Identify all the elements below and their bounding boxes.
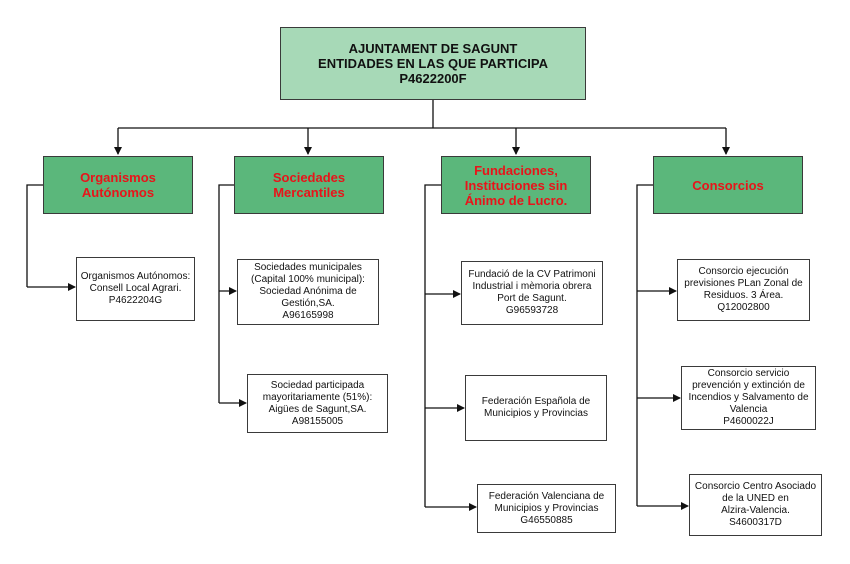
category-organismos-autonomos: Organismos Autónomos (43, 156, 193, 214)
category-label-line: Ánimo de Lucro. (464, 192, 568, 208)
leaf-text-line: Municipios y Provincias (484, 408, 588, 419)
leaf-text-line: P4600022J (723, 416, 774, 427)
leaf-text-line: P4622204G (108, 295, 163, 306)
leaf-text-line: A98155005 (291, 415, 344, 427)
leaf-text-line: (Capital 100% municipal): (251, 274, 365, 285)
leaf-aigues-de-sagunt: Sociedad participada mayoritariamente (5… (247, 374, 388, 433)
leaf-consorcio-uned: Consorcio Centro Asociado de la UNED en … (689, 474, 822, 536)
category-label-line: Fundaciones, (474, 162, 558, 178)
leaf-text-line: Incendios y Salvamento de (688, 392, 809, 403)
leaf-text-line: G96593728 (505, 305, 559, 316)
branch-line-sociedades (218, 184, 234, 403)
leaf-consell-local-agrari: Organismos Autónomos: Consell Local Agra… (76, 257, 195, 321)
root-node-ajuntament: AJUNTAMENT DE SAGUNT ENTIDADES EN LAS QU… (280, 27, 586, 100)
leaf-federacion-valenciana: Federación Valenciana de Municipios y Pr… (477, 484, 616, 533)
category-label-line: Organismos (80, 170, 156, 185)
leaf-text-line: Federación Española de (481, 396, 591, 407)
leaf-text-line: Valencia (729, 404, 768, 415)
leaf-text-line: Municipios y Provincias (494, 502, 599, 514)
leaf-text-line: Residuos. 3 Área. (703, 290, 784, 301)
leaf-text-line: prevención y extinción de (692, 380, 805, 391)
leaf-text-line: Gestión,SA. (281, 298, 335, 309)
leaf-text-line: Alzira-Valencia. (721, 505, 790, 516)
leaf-text-line: Fundació de la CV Patrimoni (468, 269, 596, 280)
root-title-line-2: ENTIDADES EN LAS QUE PARTICIPA (318, 56, 548, 71)
root-title-line-3: P4622200F (399, 71, 467, 86)
category-label-line: Sociedades (272, 170, 346, 185)
leaf-text-line: Sociedades municipales (254, 262, 362, 273)
leaf-fundacio-patrimoni-industrial: Fundació de la CV Patrimoni Industrial i… (461, 261, 603, 325)
leaf-text-line: S4600317D (729, 517, 782, 528)
category-label-line: Autónomos (81, 185, 155, 200)
leaf-text-line: Consorcio Centro Asociado (694, 481, 817, 492)
category-label-line: Mercantiles (273, 185, 345, 200)
leaf-text-line: G46550885 (520, 514, 573, 526)
leaf-consorcio-incendios: Consorcio servicio prevención y extinció… (681, 366, 816, 430)
leaf-sociedades-municipales: Sociedades municipales (Capital 100% mun… (237, 259, 379, 325)
branch-line-fundaciones (424, 184, 441, 507)
leaf-text-line: Federación Valenciana de (488, 490, 605, 502)
category-consorcios: Consorcios (653, 156, 803, 214)
category-fundaciones: Fundaciones, Instituciones sin Ánimo de … (441, 156, 591, 214)
category-label-line: Instituciones sin (464, 177, 568, 193)
leaf-text-line: Consell Local Agrari. (89, 283, 182, 294)
leaf-text-line: mayoritariamente (51%): (262, 391, 373, 403)
branch-line-consorcios (636, 184, 653, 506)
leaf-text-line: Industrial i mèmoria obrera (472, 281, 592, 292)
leaf-text-line: Organismos Autónomos: (80, 271, 191, 282)
category-sociedades-mercantiles: Sociedades Mercantiles (234, 156, 384, 214)
category-label-line: Consorcios (692, 177, 764, 193)
leaf-text-line: Q12002800 (717, 302, 770, 313)
leaf-text-line: Aigües de Sagunt,SA. (268, 403, 367, 415)
leaf-text-line: Consorcio ejecución (698, 266, 789, 277)
branch-line-organismos (26, 184, 43, 287)
leaf-text-line: Port de Sagunt. (497, 293, 567, 304)
leaf-text-line: A96165998 (282, 310, 334, 321)
leaf-consorcio-residuos: Consorcio ejecución previsiones PLan Zon… (677, 259, 810, 321)
leaf-text-line: Consorcio servicio (707, 368, 790, 379)
leaf-federacion-espanola: Federación Española de Municipios y Prov… (465, 375, 607, 441)
leaf-text-line: Sociedad participada (270, 379, 365, 391)
root-title-line-1: AJUNTAMENT DE SAGUNT (348, 41, 518, 56)
leaf-text-line: Sociedad Anónima de (259, 286, 357, 297)
leaf-text-line: de la UNED en (722, 493, 789, 504)
leaf-text-line: previsiones PLan Zonal de (684, 278, 803, 289)
